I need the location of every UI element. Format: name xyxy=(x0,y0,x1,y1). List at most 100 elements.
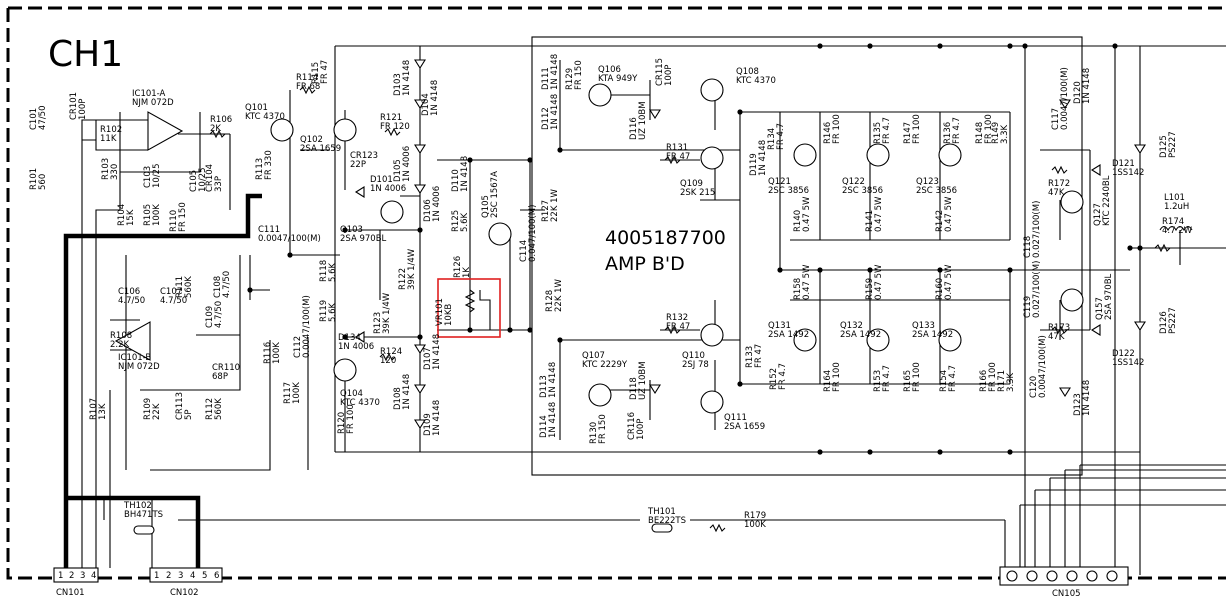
component-ref: R171 xyxy=(997,370,1007,392)
component-ref: CR123 xyxy=(350,151,378,161)
svg-text:3: 3 xyxy=(80,571,85,581)
component-ref: CR115 xyxy=(655,58,665,86)
component-ref: R116 xyxy=(263,342,273,364)
transistor-q121 xyxy=(793,143,817,167)
svg-text:2: 2 xyxy=(69,571,74,581)
component-ref: CR113 xyxy=(175,392,185,420)
component-ref: Q105 xyxy=(481,195,491,218)
component-value: 1.2uH xyxy=(1164,202,1189,212)
component-ref: C111 xyxy=(258,225,280,235)
component-ref: R123 xyxy=(373,312,383,334)
component-ref: R154 xyxy=(939,370,949,392)
component-value: FR 100 xyxy=(988,362,998,392)
component-value: 560K xyxy=(214,398,224,420)
component-value: 2SC 3856 xyxy=(916,186,957,196)
cn105-label: CN105 xyxy=(1052,589,1081,599)
component-value: 1N 4148 xyxy=(1082,68,1092,104)
component-ref: Q102 xyxy=(300,135,323,145)
transistor-q107 xyxy=(588,383,612,407)
transistor-q123 xyxy=(938,143,962,167)
component-value: 68P xyxy=(212,372,228,382)
component-value: 2SC 3856 xyxy=(768,186,809,196)
component-value: 5.6K xyxy=(328,262,338,282)
component-ref: R165 xyxy=(903,370,913,392)
component-value: 330 xyxy=(110,164,120,180)
component-ref: CR101 xyxy=(69,92,79,120)
component-value: FR 68 xyxy=(296,82,320,92)
component-value: 2SA 970BL xyxy=(340,234,387,244)
component-value: FR 47 xyxy=(666,152,690,162)
component-ref: D105 xyxy=(393,159,403,182)
output-stage-wires xyxy=(739,111,1130,385)
component-value: 47/50 xyxy=(38,106,48,131)
opamp-b-wires xyxy=(110,255,271,471)
component-ref: R142 xyxy=(935,210,945,232)
component-ref: D106 xyxy=(423,199,433,222)
svg-text:5: 5 xyxy=(202,571,207,581)
component-ref: C118 xyxy=(1023,236,1033,258)
component-ref: C106 xyxy=(118,287,140,297)
component-ref: R104 xyxy=(117,204,127,226)
transistor-q122 xyxy=(866,143,890,167)
component-value: 1N 4148 xyxy=(402,374,412,410)
component-ref: R110 xyxy=(169,210,179,232)
component-value: 1N 4148 xyxy=(432,400,442,436)
component-value: FR 47 xyxy=(754,344,764,368)
component-ref: C120 xyxy=(1029,376,1039,398)
component-value: 0.0047/100(M) xyxy=(302,295,312,358)
component-value: 2SA 1492 xyxy=(840,330,881,340)
component-value: FR 100 xyxy=(832,114,842,144)
component-value: 2.2K xyxy=(110,340,130,350)
component-value: FR 47 xyxy=(320,60,330,84)
component-ref: D114 xyxy=(539,415,549,438)
component-value: 39K 1/4W xyxy=(382,292,392,334)
transistor-q103 xyxy=(380,200,404,224)
component-value: 100K xyxy=(152,204,162,226)
component-ref: C107 xyxy=(160,287,182,297)
component-value: 4.7/50 xyxy=(214,301,224,328)
component-ref: R134 xyxy=(767,128,777,150)
component-value: 0.027/100(M) xyxy=(1032,201,1042,258)
component-ref: Q132 xyxy=(840,321,863,331)
transistors xyxy=(270,78,1084,414)
component-ref: D107 xyxy=(423,347,433,370)
component-value: 0.47 5W xyxy=(874,264,884,300)
component-value: FR 120 xyxy=(380,122,410,132)
component-value: FR 100 xyxy=(912,362,922,392)
svg-text:4: 4 xyxy=(190,571,195,581)
component-ref: Q107 xyxy=(582,351,605,361)
component-value: FR 100 xyxy=(832,362,842,392)
component-value: 1N 4148 xyxy=(548,402,558,438)
component-ref: C103 xyxy=(143,166,153,188)
component-ref: Q131 xyxy=(768,321,791,331)
component-value: 5.6K xyxy=(328,302,338,322)
component-value: 1N 4148 xyxy=(550,54,560,90)
component-ref: R102 xyxy=(100,125,122,135)
component-value: KTA 949Y xyxy=(598,74,638,84)
transistor-q101 xyxy=(270,118,294,142)
